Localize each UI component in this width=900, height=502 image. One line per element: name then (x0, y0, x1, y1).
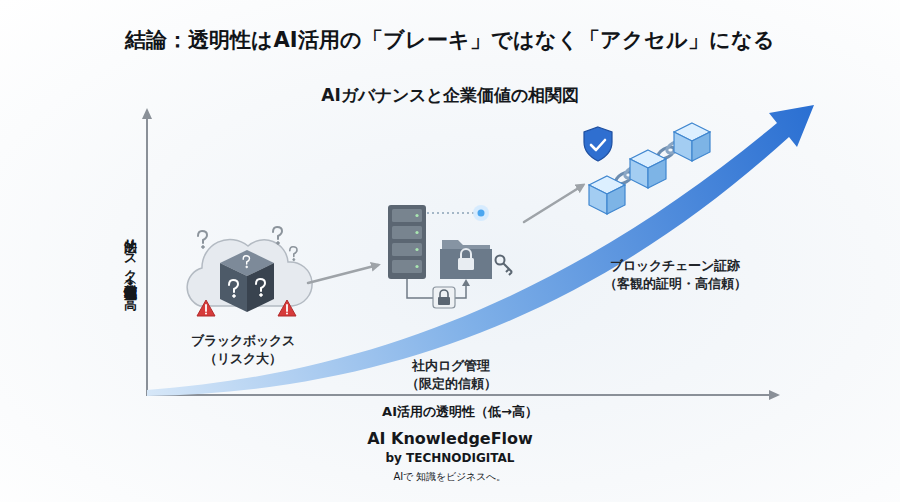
stage-node: ブラックボックス（リスク大） (180, 230, 306, 370)
lock-body (438, 297, 450, 305)
warning-triangle (197, 300, 215, 316)
question-mark (198, 231, 207, 248)
glass-block (630, 150, 666, 188)
shield (584, 127, 612, 161)
flow-line (407, 279, 433, 298)
node-subtext: （限定的信頼） (406, 375, 497, 393)
dotted-link (427, 212, 476, 214)
question-mark (273, 227, 282, 244)
lock-body (458, 258, 474, 270)
lock-shackle (461, 249, 471, 258)
key-shaft (503, 263, 512, 275)
node-heading: ブロックチェーン証跡 (610, 257, 740, 275)
server-slot (392, 209, 422, 222)
node-text-group: ブラックボックス（リスク大） (191, 332, 295, 368)
node-subtext: （客観的証明・高信頼） (604, 275, 747, 293)
node-text-group: ブロックチェーン証跡（客観的証明・高信頼） (604, 257, 747, 293)
warning-dot (205, 313, 207, 315)
brand-company: by TECHNODIGITAL (0, 451, 900, 465)
glow-dot (473, 205, 489, 221)
question-mark (290, 247, 297, 261)
question-mark (256, 279, 265, 296)
lock-box (433, 287, 455, 308)
node-subtext: （リスク大） (204, 350, 282, 368)
node-heading: 社内ログ管理 (412, 357, 490, 375)
blockchain-icon (584, 123, 710, 214)
warning-sign (197, 300, 215, 316)
stage-node: ブロックチェーン証跡（客観的証明・高信頼） (585, 115, 765, 295)
shield-check (591, 140, 605, 150)
black-box-icon (187, 227, 312, 316)
server-light (415, 265, 418, 268)
flow-arrow (308, 265, 378, 283)
axes (142, 108, 780, 400)
warning-sign (278, 300, 296, 316)
node-text-group: 社内ログ管理（限定的信頼） (406, 357, 497, 393)
chart-title: AIガバナンスと企業価値の相関図 (0, 84, 900, 107)
y-axis (146, 116, 148, 396)
stage-node: 社内ログ管理（限定的信頼） (380, 195, 522, 395)
question-mark (243, 256, 249, 268)
x-axis-label: AI活用の透明性（低→高） (300, 403, 620, 421)
warning-bang (286, 305, 288, 311)
server-slot (392, 243, 422, 256)
server-slot (392, 226, 422, 239)
internal-log-icon (388, 205, 512, 308)
question-mark (229, 280, 238, 297)
glass-block (589, 176, 625, 214)
folder-front (440, 249, 492, 279)
server-light (415, 248, 418, 251)
server-rack (388, 205, 426, 279)
warning-triangle (278, 300, 296, 316)
warning-bang (205, 305, 207, 311)
server-light (415, 214, 418, 217)
node-heading: ブラックボックス (191, 332, 295, 350)
growth-curve-arrow (147, 105, 814, 396)
cube-right (247, 263, 274, 312)
x-axis (146, 394, 772, 396)
brand-name: AI KnowledgeFlow (0, 429, 900, 448)
cube-left (220, 263, 247, 312)
glass-block (674, 123, 710, 161)
glow-dot-core (478, 210, 485, 217)
y-axis-label: 法的リスク耐性・社会的信頼（低→高） (117, 138, 139, 378)
brand-tagline: AIで 知識をビジネスへ。 (0, 470, 900, 484)
lock-shackle (440, 290, 448, 297)
flow-arrow (524, 185, 583, 222)
warning-dot (286, 313, 288, 315)
y-axis-head (142, 108, 152, 119)
server-light (415, 231, 418, 234)
x-axis-head (769, 390, 780, 400)
main-title: 結論：透明性はAI活用の「ブレーキ」ではなく「アクセル」になる (0, 26, 900, 54)
server-slot (392, 260, 422, 273)
flow-head (462, 279, 470, 286)
